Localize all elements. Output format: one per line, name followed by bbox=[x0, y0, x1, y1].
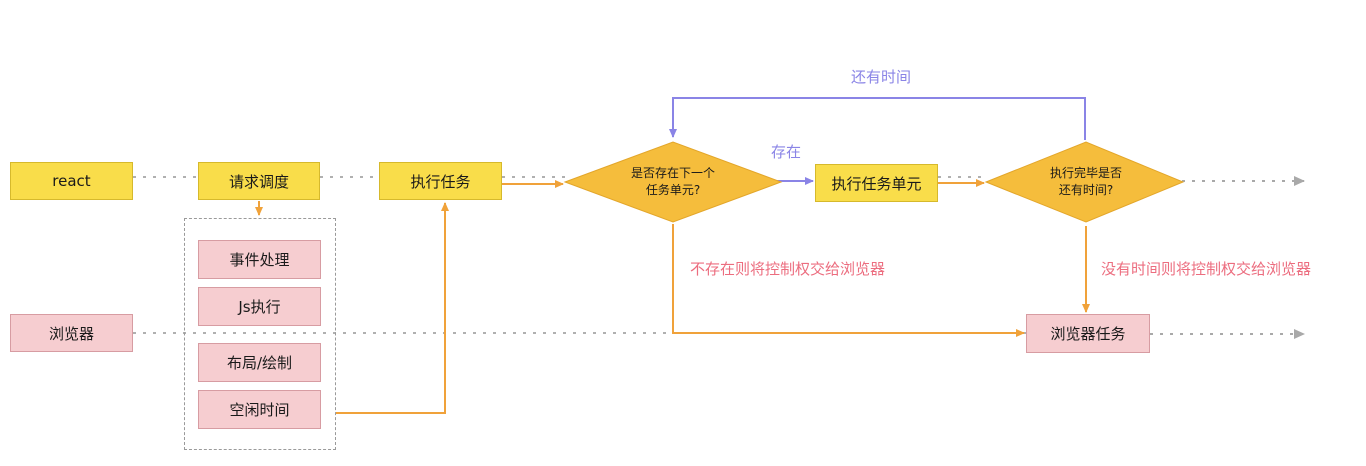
still-time-label: 还有时间 bbox=[851, 68, 912, 86]
decision-diamond-next-unit bbox=[563, 141, 783, 223]
execute-task-label: 执行任务 bbox=[410, 172, 471, 191]
orange-arrow bbox=[336, 202, 449, 414]
idle-time-node: 空闲时间 bbox=[198, 390, 321, 429]
diamond-done-line2: 还有时间? bbox=[1058, 183, 1114, 197]
diamond-done-or-time-text: 执行完毕是否 还有时间? bbox=[1016, 162, 1156, 202]
execute-task-node: 执行任务 bbox=[379, 162, 502, 200]
request-schedule-label: 请求调度 bbox=[228, 172, 289, 191]
diamond-next-unit-text: 是否存在下一个 任务单元? bbox=[603, 162, 743, 202]
event-handling-node: 事件处理 bbox=[198, 240, 321, 279]
browser-node: 浏览器 bbox=[10, 314, 133, 352]
event-handling-label: 事件处理 bbox=[229, 251, 290, 269]
not-exists-label: 不存在则将控制权交给浏览器 bbox=[690, 260, 886, 278]
orange-arrow bbox=[672, 224, 1025, 337]
request-schedule-node: 请求调度 bbox=[198, 162, 320, 200]
js-execution-label: Js执行 bbox=[238, 298, 281, 316]
layout-paint-node: 布局/绘制 bbox=[198, 343, 321, 382]
idle-time-label: 空闲时间 bbox=[229, 401, 290, 419]
diamond-next-unit-line2: 任务单元? bbox=[645, 183, 701, 197]
react-label: react bbox=[52, 172, 91, 190]
react-node: react bbox=[10, 162, 133, 200]
purple-loop-arrow bbox=[669, 97, 1086, 140]
exists-label: 存在 bbox=[771, 143, 802, 161]
browser-frame-group bbox=[184, 218, 336, 450]
decision-diamond-done-or-time bbox=[984, 141, 1185, 223]
layout-paint-label: 布局/绘制 bbox=[226, 354, 293, 372]
diamond-done-line1: 执行完毕是否 bbox=[1049, 166, 1122, 180]
no-time-label: 没有时间则将控制权交给浏览器 bbox=[1101, 260, 1312, 278]
browser-task-label: 浏览器任务 bbox=[1050, 325, 1126, 343]
browser-label: 浏览器 bbox=[48, 324, 94, 343]
diamond-next-unit-line1: 是否存在下一个 bbox=[630, 166, 715, 180]
browser-task-node: 浏览器任务 bbox=[1026, 314, 1150, 353]
execute-unit-label: 执行任务单元 bbox=[831, 174, 922, 193]
execute-unit-node: 执行任务单元 bbox=[815, 164, 938, 202]
js-execution-node: Js执行 bbox=[198, 287, 321, 326]
